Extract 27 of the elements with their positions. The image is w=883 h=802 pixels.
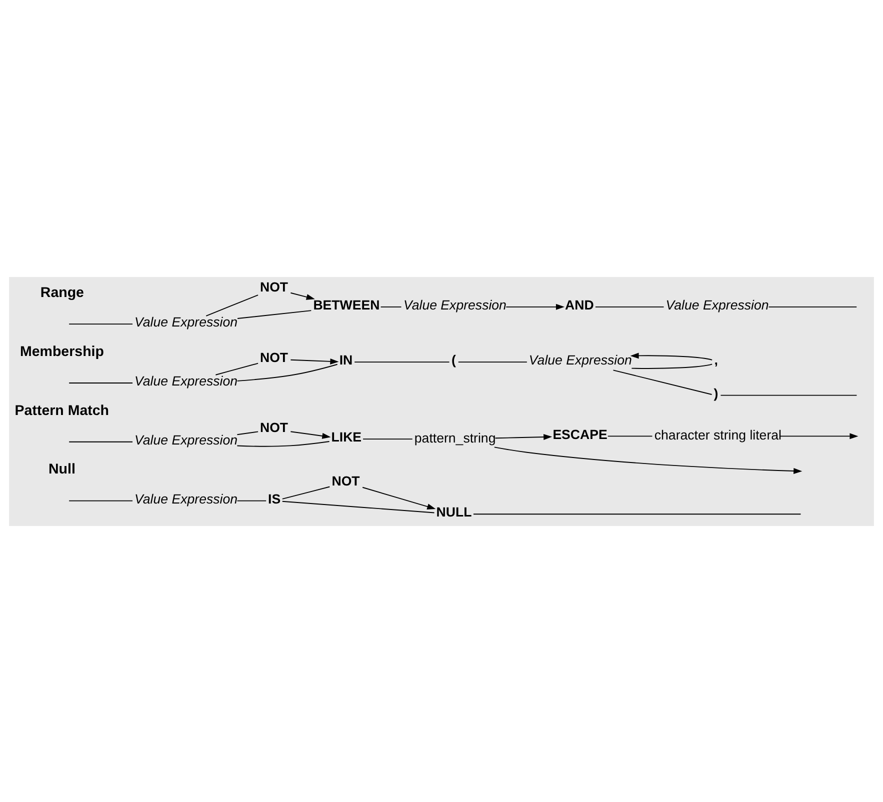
label: Null bbox=[48, 461, 76, 478]
node-text: Value Expression bbox=[666, 297, 769, 312]
node-text: NOT bbox=[332, 472, 360, 488]
node-text: ESCAPE bbox=[552, 426, 608, 442]
node-text: , bbox=[714, 352, 718, 368]
node-text: Value Expression bbox=[134, 314, 238, 330]
node-text: BETWEEN bbox=[313, 297, 380, 312]
node-text: LIKE bbox=[331, 429, 362, 444]
node-text: Value Expression bbox=[134, 490, 238, 506]
node-text: character string literal bbox=[654, 427, 782, 442]
node-text: pattern_string bbox=[414, 430, 496, 446]
node-text: AND bbox=[565, 297, 594, 312]
label: Membership bbox=[20, 343, 104, 360]
label: Range bbox=[40, 284, 84, 300]
node-text: Value Expression bbox=[134, 432, 238, 447]
node-text: IN bbox=[339, 352, 353, 368]
node-text: NOT bbox=[260, 349, 288, 364]
node-text: NULL bbox=[436, 504, 472, 520]
node-text: Value Expression bbox=[134, 373, 238, 388]
node-text: ) bbox=[714, 385, 718, 400]
node-text: ( bbox=[451, 352, 456, 368]
node-text: Value Expression bbox=[528, 352, 632, 368]
node-text: NOT bbox=[260, 278, 288, 294]
label: Pattern Match bbox=[14, 402, 110, 418]
node-text: Value Expression bbox=[403, 297, 506, 312]
node-text: NOT bbox=[260, 420, 288, 435]
node-text: IS bbox=[268, 490, 281, 506]
